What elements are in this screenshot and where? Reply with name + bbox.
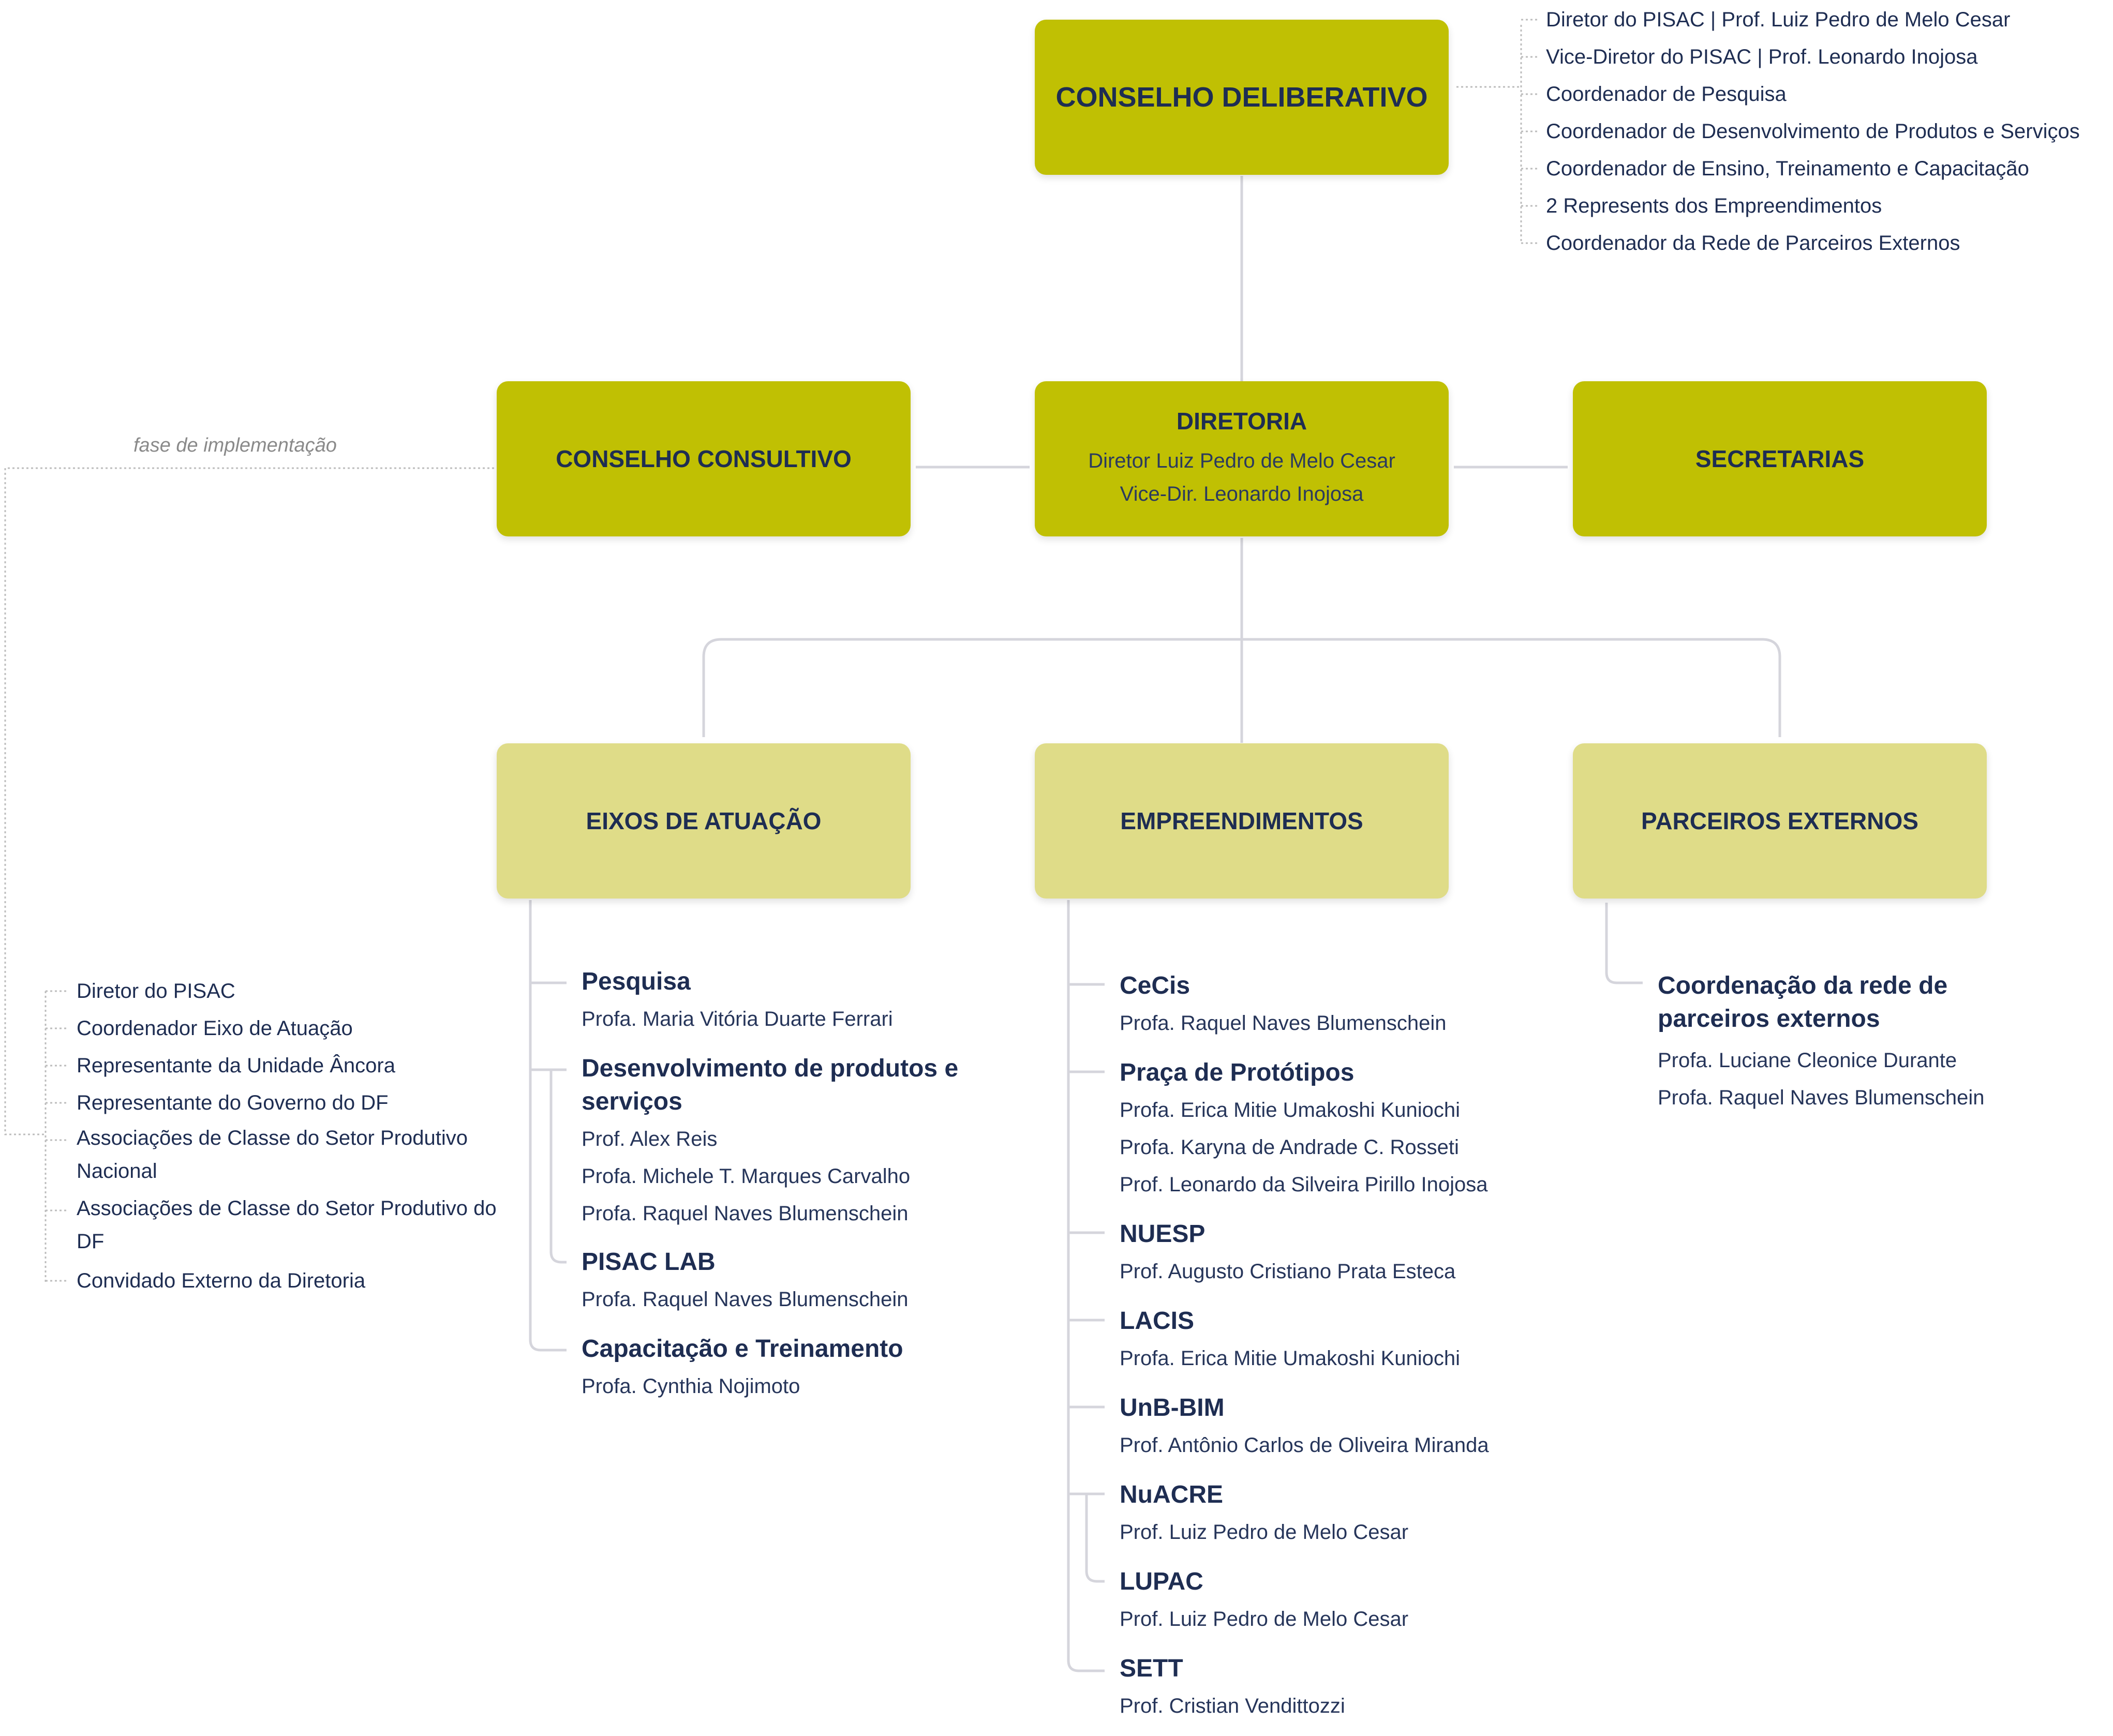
list-item: 2 Represents dos Empreendimentos [1546, 194, 1882, 217]
empreendimento-person: Profa. Raquel Naves Blumenschein [1120, 1012, 1447, 1035]
deliberativo-members: Diretor do PISAC | Prof. Luiz Pedro de M… [1546, 1, 2080, 262]
empreendimento-person: Prof. Luiz Pedro de Melo Cesar [1120, 1608, 1409, 1630]
list-item: Associações de Classe do Setor Produtivo… [77, 1197, 497, 1253]
eixo-person: Profa. Michele T. Marques Carvalho [582, 1165, 911, 1188]
conselho-deliberativo-box: CONSELHO DELIBERATIVO [1035, 20, 1449, 175]
parceiro-person: Profa. Raquel Naves Blumenschein [1658, 1086, 1985, 1109]
consultivo-members: Diretor do PISAC Coordenador Eixo de Atu… [77, 972, 511, 1299]
conselho-consultivo-box: CONSELHO CONSULTIVO [497, 381, 911, 536]
diretoria-box: DIRETORIA Diretor Luiz Pedro de Melo Ces… [1035, 381, 1449, 536]
empreendimento-name: NUESP [1120, 1220, 1206, 1248]
eixos-box: EIXOS DE ATUAÇÃO [497, 743, 911, 899]
empreendimento-name: Praça de Protótipos [1120, 1059, 1355, 1086]
empreendimento-person: Prof. Antônio Carlos de Oliveira Miranda [1120, 1434, 1489, 1457]
diretoria-line: Vice-Dir. Leonardo Inojosa [1120, 483, 1364, 505]
empreendimento-person: Profa. Karyna de Andrade C. Rosseti [1120, 1136, 1459, 1159]
empreendimento-person: Prof. Leonardo da Silveira Pirillo Inojo… [1120, 1173, 1488, 1196]
empreendimento-name: LUPAC [1120, 1568, 1203, 1595]
empreendimento-person: Prof. Luiz Pedro de Melo Cesar [1120, 1521, 1409, 1544]
empreendimento-name: NuACRE [1120, 1481, 1223, 1508]
solid-connectors [529, 176, 1781, 1672]
dotted-connectors [4, 19, 1539, 1282]
eixo-name: PISAC LAB [582, 1248, 716, 1276]
secretarias-title: SECRETARIAS [1695, 445, 1865, 472]
eixo-person: Prof. Alex Reis [582, 1128, 718, 1150]
list-item: Coordenador de Pesquisa [1546, 83, 1787, 106]
list-item: Coordenador Eixo de Atuação [77, 1017, 353, 1040]
list-item: Coordenador de Desenvolvimento de Produt… [1546, 120, 2080, 143]
empreendimentos-box: EMPREENDIMENTOS [1035, 743, 1449, 899]
list-item: Representante do Governo do DF [77, 1091, 389, 1114]
parceiros-box: PARCEIROS EXTERNOS [1573, 743, 1987, 899]
eixo-person: Profa. Raquel Naves Blumenschein [582, 1202, 909, 1225]
parceiro-person: Profa. Luciane Cleonice Durante [1658, 1049, 1957, 1072]
eixo-name: Capacitação e Treinamento [582, 1335, 903, 1363]
empreendimento-name: LACIS [1120, 1307, 1194, 1335]
parceiro-name: Coordenação da rede de parceiros externo… [1658, 972, 1948, 1032]
empreendimento-person: Profa. Erica Mitie Umakoshi Kuniochi [1120, 1099, 1461, 1121]
list-item: Coordenador da Rede de Parceiros Externo… [1546, 232, 1960, 255]
empreendimentos-title: EMPREENDIMENTOS [1120, 807, 1363, 834]
eixo-person: Profa. Maria Vitória Duarte Ferrari [582, 1008, 893, 1030]
secretarias-box: SECRETARIAS [1573, 381, 1987, 536]
empreendimento-person: Prof. Cristian Vendittozzi [1120, 1695, 1345, 1717]
empreendimento-name: SETT [1120, 1655, 1183, 1682]
empreendimento-person: Prof. Augusto Cristiano Prata Esteca [1120, 1260, 1456, 1283]
list-item: Representante da Unidade Âncora [77, 1054, 395, 1077]
empreendimento-person: Profa. Erica Mitie Umakoshi Kuniochi [1120, 1347, 1461, 1370]
list-item: Convidado Externo da Diretoria [77, 1269, 366, 1292]
parceiros-title: PARCEIROS EXTERNOS [1641, 807, 1918, 834]
conselho-deliberativo-title: CONSELHO DELIBERATIVO [1055, 82, 1428, 113]
diretoria-line: Diretor Luiz Pedro de Melo Cesar [1088, 450, 1395, 472]
eixo-person: Profa. Cynthia Nojimoto [582, 1375, 800, 1398]
diretoria-title: DIRETORIA [1176, 408, 1307, 435]
eixos-title: EIXOS DE ATUAÇÃO [586, 807, 822, 834]
list-item: Diretor do PISAC | Prof. Luiz Pedro de M… [1546, 8, 2011, 31]
conselho-consultivo-title: CONSELHO CONSULTIVO [556, 445, 852, 472]
eixo-name: Desenvolvimento de produtos e serviços [582, 1055, 959, 1115]
list-item: Coordenador de Ensino, Treinamento e Cap… [1546, 157, 2029, 180]
list-item: Associações de Classe do Setor Produtivo… [77, 1127, 468, 1183]
eixo-person: Profa. Raquel Naves Blumenschein [582, 1288, 909, 1311]
list-item: Vice-Diretor do PISAC | Prof. Leonardo I… [1546, 46, 1978, 68]
eixo-name: Pesquisa [582, 968, 691, 995]
empreendimento-name: CeCis [1120, 972, 1191, 999]
list-item: Diretor do PISAC [77, 980, 235, 1002]
empreendimento-name: UnB-BIM [1120, 1394, 1225, 1421]
consultivo-note: fase de implementação [133, 435, 337, 456]
